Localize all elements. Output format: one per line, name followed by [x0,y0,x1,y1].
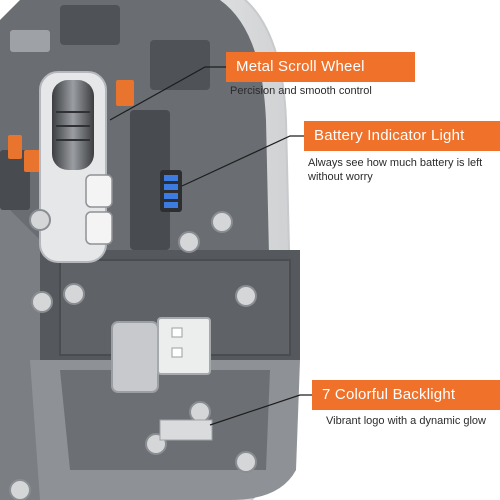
callout-description: Vibrant logo with a dynamic glow [326,415,486,427]
usb-receiver-icon [111,317,211,393]
battery-indicator-icon [160,170,182,212]
callout-description: Always see how much battery is left with… [308,157,483,183]
callout-title: Battery Indicator Light [304,121,500,151]
callout-description: Percision and smooth control [230,85,372,97]
callout-title: Metal Scroll Wheel [226,52,415,82]
callout-title: 7 Colorful Backlight [312,380,500,410]
